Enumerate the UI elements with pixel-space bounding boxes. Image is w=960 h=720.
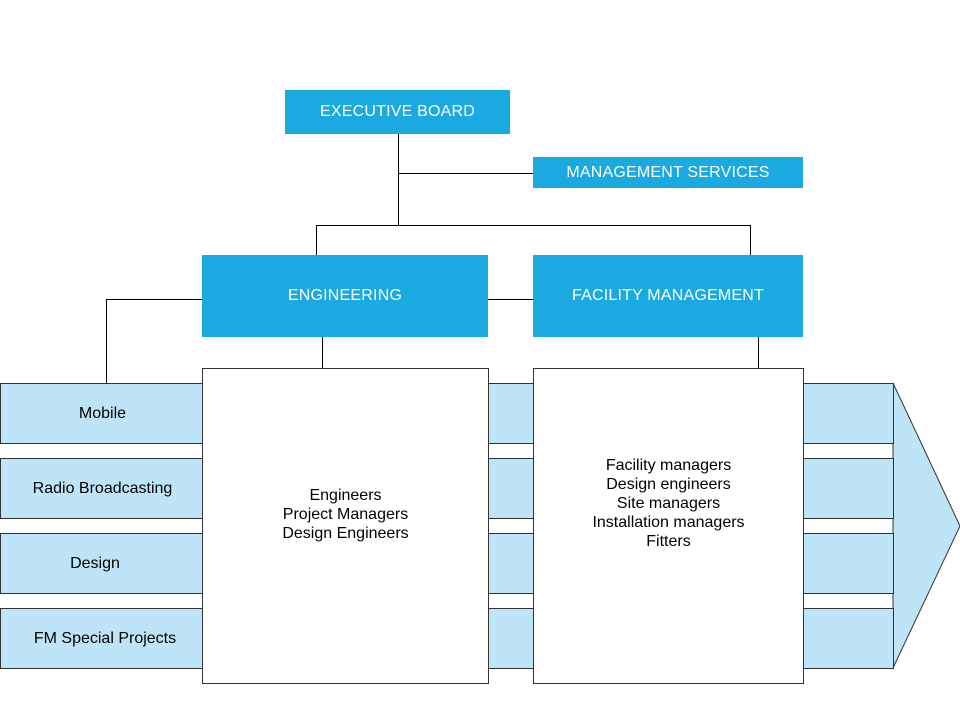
role-item: Design engineers <box>606 475 731 493</box>
engineering-box: ENGINEERING <box>202 255 488 337</box>
connector-engineering-left <box>106 299 203 300</box>
engineering-roles-panel: Engineers Project Managers Design Engine… <box>202 368 489 684</box>
connector-facility-panel <box>758 336 759 369</box>
lane-label-mobile: Mobile <box>78 404 127 422</box>
role-item: Facility managers <box>605 456 732 474</box>
executive-board-box: EXECUTIVE BOARD <box>285 90 510 134</box>
role-item: Engineers <box>309 486 382 504</box>
lane-label-fm-special-projects: FM Special Projects <box>33 629 177 647</box>
connector-to-facility <box>750 225 751 256</box>
role-item: Design Engineers <box>282 524 409 542</box>
connector-engineering-facility <box>487 299 534 300</box>
connector-exec-down <box>398 134 399 225</box>
lane-label-design: Design <box>70 554 120 572</box>
role-item: Installation managers <box>592 513 745 531</box>
connector-to-management-services <box>398 173 534 174</box>
connector-branch-horizontal <box>316 225 751 226</box>
connector-engineering-panel <box>322 336 323 369</box>
management-services-box: MANAGEMENT SERVICES <box>533 157 803 188</box>
facility-roles-panel: Facility managers Design engineers Site … <box>533 368 804 684</box>
role-item: Site managers <box>616 494 721 512</box>
role-item: Fitters <box>646 532 691 550</box>
lane-label-radio-broadcasting: Radio Broadcasting <box>32 479 173 497</box>
role-item: Project Managers <box>282 505 409 523</box>
connector-to-engineering <box>316 225 317 256</box>
facility-management-box: FACILITY MANAGEMENT <box>533 255 803 337</box>
connector-to-lanes <box>106 299 107 383</box>
